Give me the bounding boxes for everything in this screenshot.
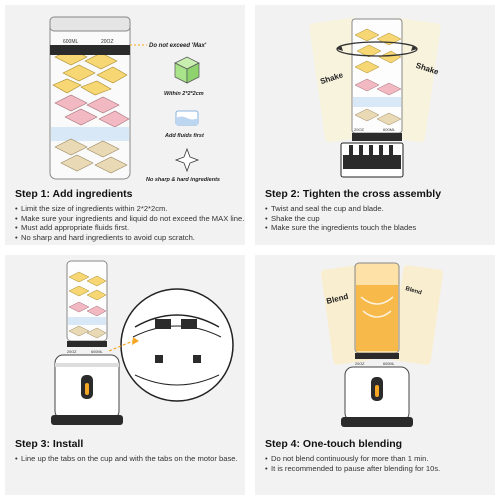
- step-2-title: Step 2: Tighten the cross assembly: [265, 188, 442, 200]
- step-2-bullet: Make sure the ingredients touch the blad…: [265, 223, 493, 233]
- step-2-bullet: Shake the cup: [265, 214, 493, 224]
- cube-icon: [174, 56, 200, 84]
- step-3-bullets: Line up the tabs on the cup and with the…: [15, 454, 243, 464]
- size-limit-label: Within 2*2*2cm: [164, 91, 204, 97]
- blend-label-right: Blend: [405, 286, 423, 296]
- step-1-bullet: Make sure your ingredients and liquid do…: [15, 214, 244, 224]
- step-2-bullets: Twist and seal the cup and blade. Shake …: [265, 204, 493, 233]
- step-1-illustration: 600ML 20OZ Do not exceed 'Max' Within 2*…: [49, 16, 220, 183]
- step-4-bullets: Do not blend continuously for more than …: [265, 454, 493, 473]
- cup-marking-oz: 20OZ: [101, 39, 114, 45]
- pink-ingredients: [54, 94, 130, 128]
- zoom-detail: [120, 288, 234, 402]
- power-indicator: [85, 383, 89, 395]
- pink-ingredients: [68, 301, 107, 317]
- step-2-bullet: Twist and seal the cup and blade.: [265, 204, 493, 214]
- step-3-bullet: Line up the tabs on the cup and with the…: [15, 454, 243, 464]
- step-4-illustration: 20OZ 600ML Blend Blend: [321, 262, 443, 427]
- step-1-panel: 600ML 20OZ Do not exceed 'Max' Within 2*…: [5, 5, 245, 245]
- step-3-illustration: 20OZ 600ML: [51, 260, 234, 425]
- no-sharp-label: No sharp & hard ingredients: [146, 177, 220, 183]
- rotate-arrow-icon: [336, 41, 418, 57]
- cup-marking-oz: 20OZ: [67, 350, 77, 354]
- cup-marking-oz: 20OZ: [354, 127, 365, 132]
- yellow-ingredients: [52, 48, 128, 96]
- fluids-first-label: Add fluids first: [164, 133, 205, 139]
- cup-marking-ml: 600ML: [383, 362, 395, 366]
- fluid-icon: [175, 110, 199, 126]
- step-3-title: Step 3: Install: [15, 438, 84, 450]
- sparkle-icon: [174, 147, 200, 173]
- cup-marking-ml: 600ML: [91, 350, 103, 354]
- step-4-bullet: It is recommended to pause after blendin…: [265, 464, 493, 474]
- cup-marking-oz: 20OZ: [355, 362, 365, 366]
- step-1-bullet: Limit the size of ingredients within 2*2…: [15, 204, 243, 214]
- step-1-bullet: Must add appropriate fluids first.: [15, 223, 243, 233]
- tan-ingredients: [354, 108, 402, 126]
- pink-ingredients: [354, 78, 402, 96]
- step-4-title: Step 4: One-touch blending: [265, 438, 403, 450]
- step-4-bullet: Do not blend continuously for more than …: [265, 454, 493, 464]
- direction-arrow-icon: [108, 337, 139, 352]
- max-warning-label: Do not exceed 'Max': [149, 43, 207, 49]
- power-button-icon: [375, 385, 379, 397]
- tan-ingredients: [54, 138, 128, 174]
- step-4-panel: 20OZ 600ML Blend Blend Step 4: One-touch…: [255, 255, 495, 495]
- yellow-ingredients: [68, 271, 107, 301]
- step-2-illustration: 20OZ 600ML Shake Shake: [309, 17, 441, 178]
- step-1-bullets: Limit the size of ingredients within 2*2…: [15, 204, 244, 243]
- step-3-panel: 20OZ 600ML Step 3: Install Line up the t…: [5, 255, 245, 495]
- step-2-panel: 20OZ 600ML Shake Shake Step 2: Tighten t…: [255, 5, 495, 245]
- step-1-title: Step 1: Add ingredients: [15, 188, 133, 200]
- cup-marking-ml: 600ML: [383, 127, 396, 132]
- step-1-bullet: No sharp and hard ingredients to avoid c…: [15, 233, 243, 243]
- cup-marking-ml: 600ML: [63, 39, 79, 45]
